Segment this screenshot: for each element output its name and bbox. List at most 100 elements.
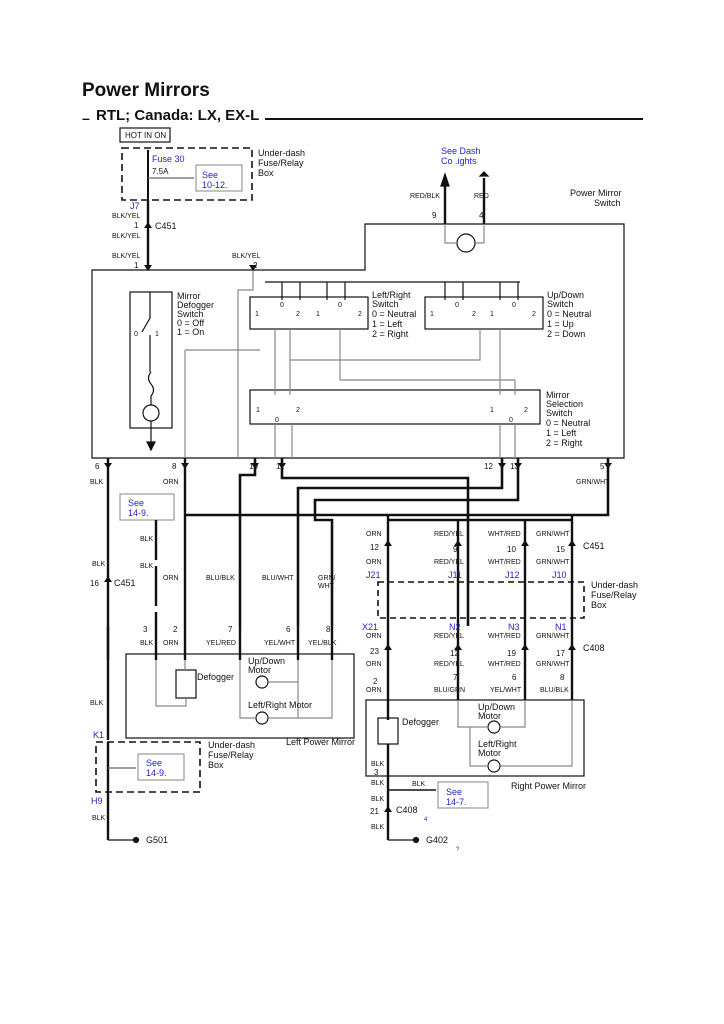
see-1012-line1[interactable]: See [202,170,218,180]
right-udm-line2: Motor [478,711,501,721]
orn-r3: ORN [366,633,382,640]
grn-wht-r2: GRN/WHT [536,559,570,566]
blk-rm2: BLK [371,780,385,787]
right-udm-line1: Up/Down [478,702,515,712]
left-udm-line2: Motor [248,665,271,675]
see-149-bottom-line1[interactable]: See [146,758,162,768]
grn-wht-mid2: WHT [318,583,335,590]
ud-line2: Switch [547,299,574,309]
ud-sw-1a: 1 [430,311,434,318]
defogger-indicator-icon [142,404,160,422]
indicator-bulb-icon [456,233,476,253]
red-blk-label: RED/BLK [410,193,440,200]
ms-sw-1b: 1 [490,407,494,414]
n2-label: N2 [449,622,461,632]
up-down-switch-box [424,296,544,330]
hot-in-on-box [119,127,171,143]
pin12-c408: 12 [450,649,459,658]
pin21: 21 [370,807,379,816]
orn-mid: ORN [163,575,179,582]
red-yel-r3: RED/YEL [434,633,464,640]
pin3-lm: 3 [143,625,148,634]
pin6-out: 6 [95,462,100,471]
left-right-motor-icon [255,711,269,725]
ud-sw-0b: 0 [512,302,516,309]
see-149-top-line1[interactable]: See [128,498,144,508]
ms-sw-0b: 0 [509,417,513,424]
see-dash-line2[interactable]: Co .ights [441,156,477,166]
ud-fuse3-line2: Fuse/Relay [208,750,254,760]
lr-line5: 2 = Right [372,329,409,339]
mds-line1: Mirror [177,291,201,301]
defogger-right-label: Defogger [402,717,439,727]
stray-4: 4 [424,817,428,823]
pin13-out: 13 [510,462,519,471]
pin2-switch: 2 [253,261,258,270]
pin6-lm: 6 [286,625,291,634]
right-defogger-element [377,717,399,745]
yel-red-lm: YEL/RED [206,640,236,647]
see-147-line1[interactable]: See [446,787,462,797]
red-yel-r2: RED/YEL [434,559,464,566]
ud-fuse3-line1: Under-dash [208,740,255,750]
see-149-bottom-line2[interactable]: 14-9. [146,768,167,778]
left-right-switch-box [249,296,369,330]
pin17: 17 [556,649,565,658]
see-dash-line1[interactable]: See Dash [441,146,481,156]
ud-fuse1-line1: Under-dash [258,148,305,158]
see-149-top-line2[interactable]: 14-9. [128,508,149,518]
page-subtitle: RTL; Canada: LX, EX-L [96,107,260,124]
left-up-down-motor-icon [255,675,269,689]
lr-line2: Switch [372,299,399,309]
ms-line6: 2 = Right [546,438,583,448]
n1-label: N1 [555,622,567,632]
c451-left: C451 [114,578,136,588]
ms-sw-1a: 1 [256,407,260,414]
orn-r2: ORN [366,559,382,566]
subtitle-rule [265,118,643,120]
left-power-mirror-box [125,653,355,739]
j12-label: J12 [505,570,520,580]
fuse-amp-label: 7.5A [152,167,169,176]
see-1012-line2[interactable]: 10-12. [202,180,228,190]
defogger-left-label: Defogger [197,672,234,682]
k1-label: K1 [93,730,104,740]
grn-wht-r1: GRN/WHT [536,531,570,538]
n3-label: N3 [508,622,520,632]
ud-line3: 0 = Neutral [547,309,591,319]
c408-right: C408 [583,643,605,653]
blk-rm5: BLK [371,824,385,831]
pin7-rm: 7 [453,673,458,682]
h9-label: H9 [91,796,103,806]
wht-red-r4: WHT/RED [488,661,521,668]
pin16: 16 [90,579,99,588]
red-label: RED [474,193,489,200]
c408-bottom: C408 [396,805,418,815]
orn-out: ORN [163,479,179,486]
blk-mid2: BLK [92,561,106,568]
power-mirror-switch-outline [91,223,625,459]
ud-fuse1-line2: Fuse/Relay [258,158,304,168]
pms-line1: Power Mirror [570,188,622,198]
lr-sw-0b: 0 [338,302,342,309]
blk-yel-1: BLK/YEL [112,213,141,220]
fuse30-label: Fuse 30 [152,154,185,164]
stray-qmark: ? [456,847,460,853]
lr-line3: 0 = Neutral [372,309,416,319]
right-left-right-motor-icon [487,759,501,773]
ud-fuse3-line3: Box [208,760,224,770]
see-147-line2[interactable]: 14-7. [446,797,467,807]
left-defogger-element [175,669,197,699]
mds-line4: 0 = Off [177,318,205,328]
g501-label: G501 [146,835,168,845]
grn-wht-r4: GRN/WHT [536,661,570,668]
subtitle-dash: – [82,110,90,126]
blu-blk-label: BLU/BLK [206,575,235,582]
pin4-top: 4 [479,211,484,220]
ms-line3: Switch [546,408,573,418]
blk-out: BLK [90,479,104,486]
ud-sw-2b: 2 [532,311,536,318]
mds-line2: Defogger [177,300,214,310]
ms-line2: Selection [546,399,583,409]
